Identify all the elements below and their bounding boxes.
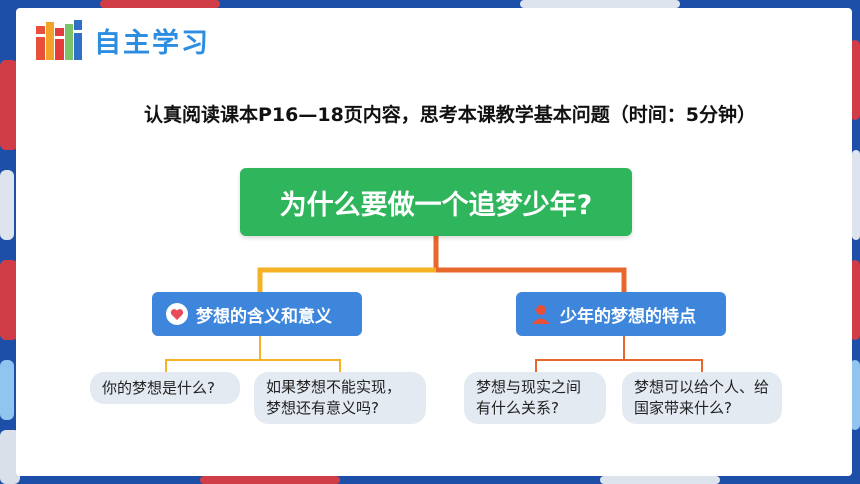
person-icon [530, 303, 552, 325]
section-title: 自主学习 [94, 27, 210, 59]
category-features: 少年的梦想的特点 [516, 292, 726, 336]
section-header: 自主学习 [34, 18, 210, 62]
question-item: 梦想可以给个人、给国家带来什么? [622, 372, 782, 424]
category-meaning: 梦想的含义和意义 [152, 292, 362, 336]
category-label: 少年的梦想的特点 [560, 306, 696, 327]
question-item: 梦想与现实之间有什么关系? [464, 372, 606, 424]
main-question-box: 为什么要做一个追梦少年? [240, 168, 632, 236]
heart-icon [166, 303, 188, 325]
category-label: 梦想的含义和意义 [196, 306, 332, 327]
question-item: 你的梦想是什么? [90, 372, 240, 404]
books-icon [36, 20, 82, 60]
instruction-text: 认真阅读课本P16—18页内容，思考本课教学基本问题（时间：5分钟） [143, 104, 757, 126]
question-item: 如果梦想不能实现，梦想还有意义吗? [254, 372, 426, 424]
slide-content: 自主学习 认真阅读课本P16—18页内容，思考本课教学基本问题（时间：5分钟） … [16, 8, 852, 476]
